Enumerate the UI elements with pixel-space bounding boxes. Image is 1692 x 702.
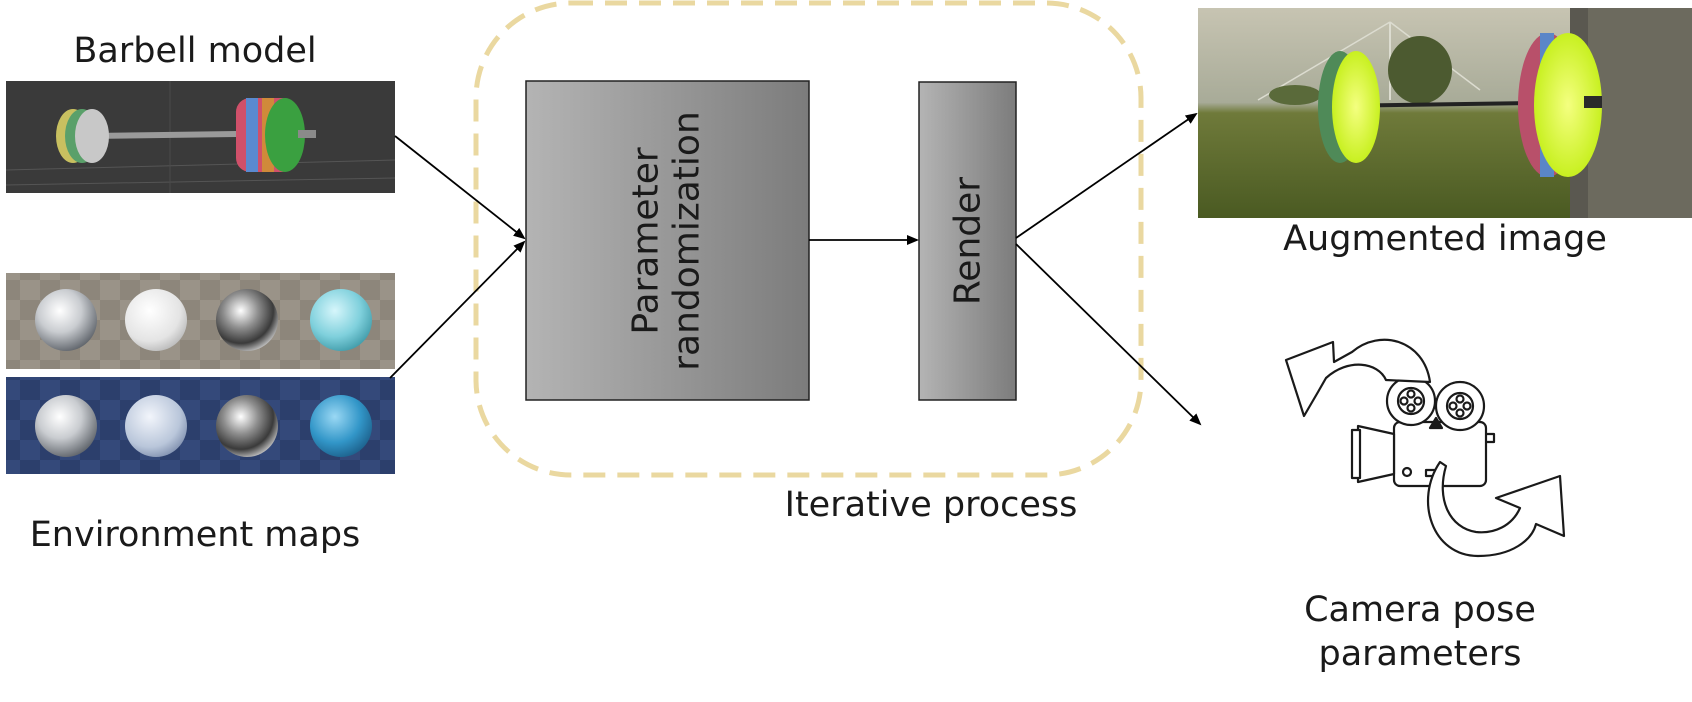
render-box bbox=[918, 81, 1017, 401]
environment-maps-image bbox=[6, 273, 395, 474]
iterative-loop-boundary bbox=[473, 0, 1144, 478]
camera-pose-label-line2: parameters bbox=[1318, 633, 1522, 674]
parameter-label-line1: Parameter bbox=[625, 147, 667, 335]
parameter-label-line2: randomization bbox=[667, 111, 708, 371]
rotate-ccw-arrow-icon bbox=[1284, 338, 1432, 418]
movie-camera-icon bbox=[1350, 375, 1496, 488]
augmented-image-label: Augmented image bbox=[1283, 219, 1607, 259]
iterative-process-label: Iterative process bbox=[784, 485, 1078, 525]
parameter-randomization-box bbox=[525, 80, 810, 401]
arrow-barbell-to-randomization bbox=[394, 135, 526, 240]
render-label: Render bbox=[947, 176, 989, 306]
augmented-image bbox=[1198, 8, 1692, 218]
arrow-envmaps-to-randomization bbox=[389, 240, 526, 379]
barbell-model-label: Barbell model bbox=[73, 31, 317, 71]
camera-pose-label-line1: Camera pose bbox=[1304, 590, 1536, 630]
barbell-model-image bbox=[5, 81, 396, 193]
environment-maps-label: Environment maps bbox=[29, 515, 361, 555]
camera-pose-parameters-label: Camera pose parameters bbox=[1250, 589, 1590, 677]
arrow-render-to-augmented-image bbox=[1015, 112, 1198, 239]
arrow-render-to-camera-pose bbox=[1015, 243, 1202, 426]
rotate-cw-arrow-icon bbox=[1426, 460, 1566, 558]
parameter-randomization-label: Parameter randomization bbox=[626, 111, 709, 371]
